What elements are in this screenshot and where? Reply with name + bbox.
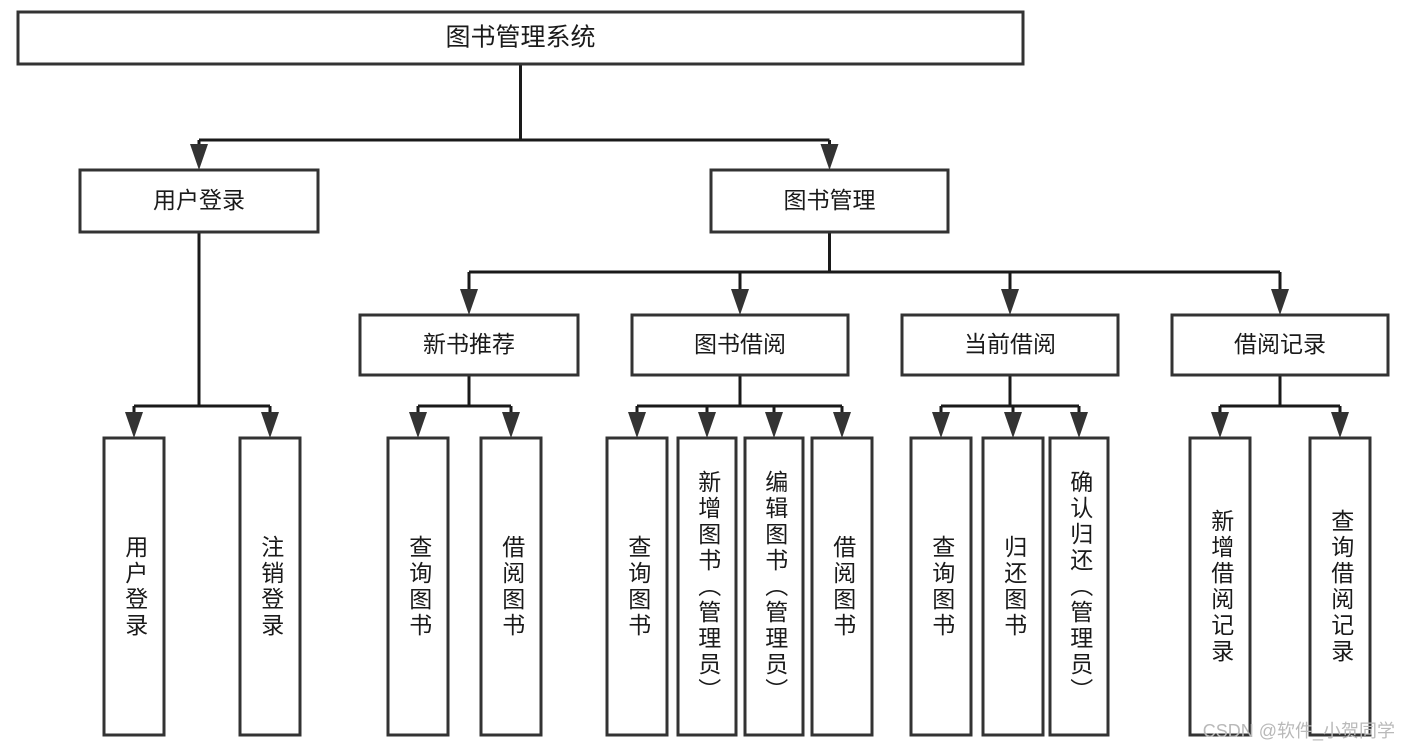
node-level1-user-login[interactable]: 用户登录 (78, 168, 320, 234)
node-leaf-leaf-query-record[interactable] (1308, 436, 1372, 737)
node-leaf-leaf-query-book-3[interactable] (909, 436, 973, 737)
node-label: 当前借阅 (964, 331, 1056, 357)
node-label: 新书推荐 (423, 331, 515, 357)
watermark-text: CSDN @软件_小贺同学 (1202, 721, 1395, 741)
node-leaf-leaf-return-book[interactable] (981, 436, 1045, 737)
node-leaf-leaf-user-login[interactable] (102, 436, 166, 737)
node-level2-book-borrow[interactable]: 图书借阅 (630, 313, 850, 377)
node-leaf-leaf-logout-login[interactable] (238, 436, 302, 737)
node-label: 图书借阅 (694, 331, 786, 357)
node-leaf-leaf-borrow-book-1[interactable] (479, 436, 543, 737)
node-leaf-leaf-query-book-2[interactable] (605, 436, 669, 737)
connector-layer (125, 64, 1349, 438)
node-leaf-leaf-edit-book[interactable] (743, 436, 805, 737)
node-label: 用户登录 (153, 187, 245, 213)
node-leaf-leaf-add-record[interactable] (1188, 436, 1252, 737)
node-root-book-management-system[interactable]: 图书管理系统 (16, 10, 1025, 66)
node-level1-book-manage[interactable]: 图书管理 (709, 168, 950, 234)
node-leaf-leaf-confirm-return[interactable] (1048, 436, 1110, 737)
node-level2-borrow-record[interactable]: 借阅记录 (1170, 313, 1390, 377)
node-leaf-leaf-add-book[interactable] (676, 436, 738, 737)
node-leaf-leaf-query-book-1[interactable] (386, 436, 450, 737)
node-label: 图书管理系统 (445, 24, 595, 52)
node-level2-new-book-recommend[interactable]: 新书推荐 (358, 313, 580, 377)
node-label: 借阅记录 (1234, 331, 1326, 357)
node-label: 图书管理 (784, 187, 876, 213)
node-leaf-leaf-borrow-book-2[interactable] (810, 436, 874, 737)
node-level2-current-borrow[interactable]: 当前借阅 (900, 313, 1120, 377)
